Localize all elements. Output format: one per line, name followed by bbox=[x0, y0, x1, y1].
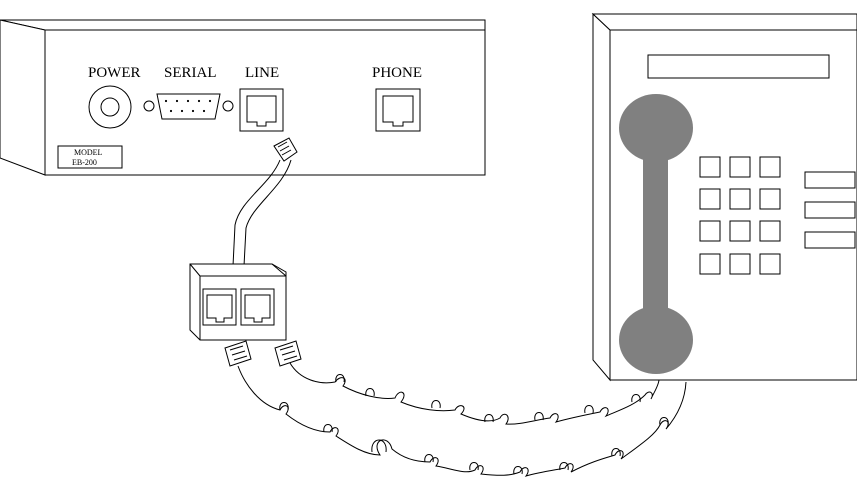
function-buttons bbox=[804, 171, 856, 249]
phone-display bbox=[647, 54, 830, 79]
key bbox=[729, 253, 751, 275]
line-jack bbox=[239, 88, 284, 132]
box-top-face bbox=[0, 19, 486, 31]
phone-label: PHONE bbox=[372, 65, 422, 81]
splitter bbox=[189, 263, 287, 341]
line-label: LINE bbox=[245, 65, 279, 81]
splitter-plug-right bbox=[274, 340, 302, 367]
function-button bbox=[804, 171, 856, 189]
splitter-jack-left bbox=[202, 288, 237, 326]
interface-box: POWER SERIAL LINE PHONE bbox=[0, 19, 486, 176]
key bbox=[699, 188, 721, 210]
box-side-face bbox=[0, 19, 46, 176]
key bbox=[759, 220, 781, 242]
line-cable-plug bbox=[273, 137, 298, 162]
key bbox=[759, 253, 781, 275]
function-button bbox=[804, 201, 856, 219]
model-plate bbox=[57, 145, 123, 169]
key bbox=[699, 253, 721, 275]
power-label: POWER bbox=[88, 65, 141, 81]
telephone bbox=[591, 12, 857, 382]
key bbox=[759, 188, 781, 210]
model-number: EB-200 bbox=[72, 158, 97, 167]
coiled-cord-lower bbox=[237, 365, 687, 477]
splitter-plug-left bbox=[224, 340, 252, 367]
key bbox=[729, 156, 751, 178]
key bbox=[759, 156, 781, 178]
power-button bbox=[88, 85, 132, 129]
function-button bbox=[804, 231, 856, 249]
model-label: MODEL bbox=[74, 148, 103, 157]
phone-top-face bbox=[591, 13, 857, 31]
serial-port bbox=[143, 93, 234, 120]
keypad bbox=[699, 156, 781, 275]
splitter-jack-right bbox=[240, 288, 275, 326]
phone-jack bbox=[375, 88, 421, 132]
key bbox=[729, 188, 751, 210]
line-cable bbox=[232, 137, 298, 267]
serial-label: SERIAL bbox=[164, 65, 217, 81]
coiled-cord-upper bbox=[289, 362, 661, 425]
handset bbox=[619, 94, 693, 374]
phone-side-face bbox=[592, 12, 611, 382]
key bbox=[729, 220, 751, 242]
key bbox=[699, 220, 721, 242]
key bbox=[699, 156, 721, 178]
